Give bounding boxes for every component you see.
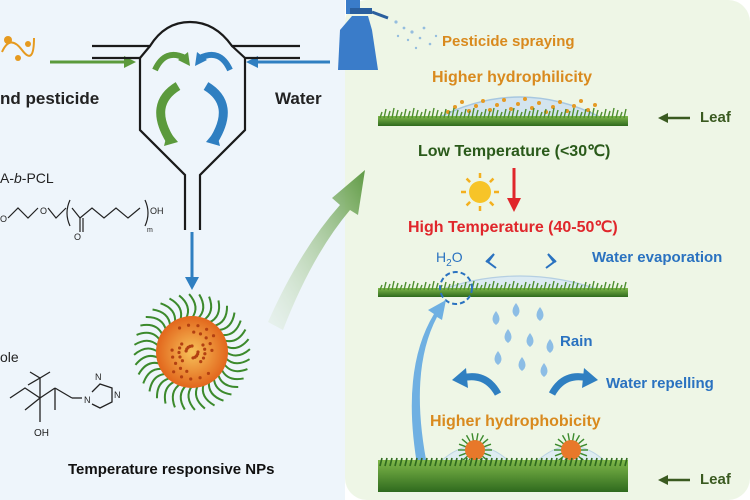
sun-icon xyxy=(461,173,499,211)
svg-text:OH: OH xyxy=(150,206,164,216)
microfluidic-mixer xyxy=(92,20,300,230)
drug-label: ole xyxy=(0,349,19,365)
hydrophilicity-label: Higher hydrophilicity xyxy=(432,69,592,86)
polymer-label: A-b-PCL xyxy=(0,170,54,186)
drug-chemical-structure: OH N N N xyxy=(9,371,121,439)
middle-leaf xyxy=(378,275,628,297)
svg-text:O: O xyxy=(74,232,81,242)
temperature-rise-arrow xyxy=(507,168,521,212)
rain-drops xyxy=(492,303,554,377)
evaporation-squiggle-right xyxy=(545,253,557,269)
spray-label: Pesticide spraying xyxy=(442,33,575,50)
water-label: Water xyxy=(275,89,322,108)
rain-label: Rain xyxy=(560,333,593,350)
pesticide-molecule-icon xyxy=(1,36,35,61)
svg-text:m: m xyxy=(147,227,153,234)
polymer-chemical-structure: O O O OH m xyxy=(0,199,164,242)
spray-mist xyxy=(394,20,438,50)
sprayer-bottle-icon xyxy=(338,0,389,70)
leaf-pointer-top xyxy=(658,113,690,123)
left-panel-background xyxy=(0,0,345,500)
bottom-leaf xyxy=(378,433,628,492)
top-leaf xyxy=(378,96,628,126)
svg-text:O: O xyxy=(0,214,7,224)
product-label: Temperature responsive NPs xyxy=(68,461,274,478)
h2o-label: H2O xyxy=(436,249,463,269)
nanoparticle-to-leaf-arrow xyxy=(411,300,446,470)
leaf-pointer-bottom xyxy=(658,475,690,485)
leaf-label-bottom: Leaf xyxy=(700,471,732,488)
evaporation-label: Water evaporation xyxy=(592,249,722,266)
hydrophobicity-label: Higher hydrophobicity xyxy=(430,413,601,430)
svg-text:OH: OH xyxy=(34,428,49,439)
svg-text:N: N xyxy=(95,372,102,382)
output-arrow-down xyxy=(185,232,199,290)
repelling-label: Water repelling xyxy=(606,375,714,392)
repel-arrow-left xyxy=(452,368,502,396)
repel-arrow-right xyxy=(548,368,598,396)
water-highlight-circle xyxy=(439,271,473,305)
svg-text:N: N xyxy=(114,390,121,400)
evaporation-squiggle-left xyxy=(485,253,497,269)
mixing-swirl-arrows xyxy=(152,52,233,146)
high-temperature-label: High Temperature (40-50℃) xyxy=(408,219,618,236)
transition-arrow xyxy=(268,170,365,330)
low-temperature-label: Low Temperature (<30℃) xyxy=(418,143,610,160)
pesticide-label: nd pesticide xyxy=(0,89,99,108)
svg-text:N: N xyxy=(84,395,91,405)
temperature-responsive-nanoparticle xyxy=(133,293,251,411)
leaf-label-top: Leaf xyxy=(700,109,732,126)
svg-text:O: O xyxy=(40,206,47,216)
